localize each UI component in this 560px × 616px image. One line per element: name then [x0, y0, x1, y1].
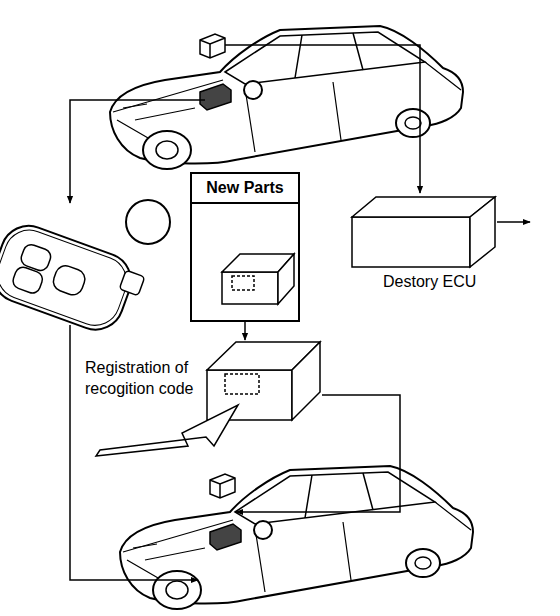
- old-ecu: [352, 197, 495, 267]
- part-label: Registration of recogition code: [85, 357, 201, 399]
- parts-box: New Parts: [190, 172, 300, 322]
- registration-arrow: [96, 405, 238, 456]
- connector-arrow: [244, 322, 246, 340]
- removal-arrow: [225, 45, 420, 193]
- key-fob: [0, 218, 148, 341]
- new-ecu: [222, 254, 294, 304]
- ecu-box: Registration of recogition code: [205, 340, 322, 422]
- ecu-box: Destory ECU: [352, 195, 497, 267]
- key-ring: [126, 200, 170, 244]
- car-before: [110, 26, 463, 169]
- key-removal-arrow: [70, 100, 205, 203]
- box-heading: New Parts: [192, 174, 298, 204]
- car-after: [120, 466, 473, 609]
- part-label: Destory ECU: [383, 271, 523, 292]
- discard-arrow: [497, 221, 530, 223]
- registered-ecu: [207, 342, 320, 420]
